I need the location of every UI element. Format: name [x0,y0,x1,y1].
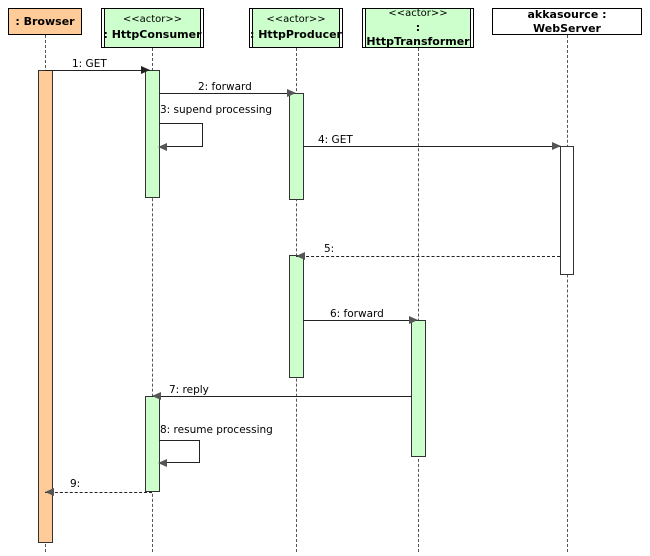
message-line-7 [152,396,412,397]
message-label-2: 2: forward [198,81,252,93]
activation-bar-httpconsumer [145,396,160,492]
participant-stereotype-httpconsumer: <<actor>> [122,14,183,26]
activation-bar-browser [38,70,53,543]
message-label-7: 7: reply [169,384,209,396]
participant-head-browser[interactable]: : Browser [8,8,82,35]
message-line-9 [45,492,152,493]
message-label-4: 4: GET [318,134,353,146]
message-label-9: 9: [70,478,81,490]
participant-name-browser: : Browser [15,14,75,28]
message-line-6 [303,320,418,321]
lifeline-httptransformer [418,48,419,552]
self-message-3 [159,123,203,147]
activation-bar-httpproducer [289,93,304,200]
message-line-2 [159,93,296,94]
lifeline-webserver [567,35,568,552]
arrowhead-message-5 [296,252,305,260]
message-label-6: 6: forward [330,308,384,320]
arrowhead-message-7 [152,392,161,400]
message-label-3: 3: supend processing [160,104,273,116]
message-line-1 [45,70,150,71]
activation-bar-httpconsumer [145,70,160,198]
message-label-5: 5: [324,243,335,255]
lifeline-httpconsumer [152,48,153,552]
participant-name-httpproducer: : HttpProducer [250,27,342,41]
arrowhead-message-2 [287,89,296,97]
participant-head-webserver[interactable]: akkasource : WebServer [492,8,642,35]
participant-head-httpproducer[interactable]: <<actor>>: HttpProducer [249,8,343,48]
message-label-8: 8: resume processing [160,424,273,436]
participant-stereotype-httptransformer: <<actor>> [388,7,448,19]
arrowhead-message-1 [141,66,150,74]
activation-bar-httptransformer [411,320,426,457]
arrowhead-message-9 [45,488,54,496]
participant-name-httptransformer: : HttpTransformer [366,21,470,48]
message-line-5 [296,256,560,257]
message-label-1: 1: GET [72,58,107,70]
arrowhead-message-6 [409,316,418,324]
arrowhead-message-3 [158,143,167,151]
activation-bar-webserver [560,146,574,275]
message-line-4 [303,146,561,147]
participant-stereotype-httpproducer: <<actor>> [266,14,326,26]
participant-name-httpconsumer: : HttpConsumer [103,27,202,41]
arrowhead-message-8 [158,459,167,467]
participant-head-httptransformer[interactable]: <<actor>> : HttpTransformer [362,8,474,48]
arrowhead-message-4 [552,142,561,150]
activation-bar-httpproducer [289,255,304,378]
participant-name-webserver: akkasource : WebServer [527,7,607,35]
self-message-8 [159,440,200,463]
participant-head-httpconsumer[interactable]: <<actor>>: HttpConsumer [101,8,204,48]
